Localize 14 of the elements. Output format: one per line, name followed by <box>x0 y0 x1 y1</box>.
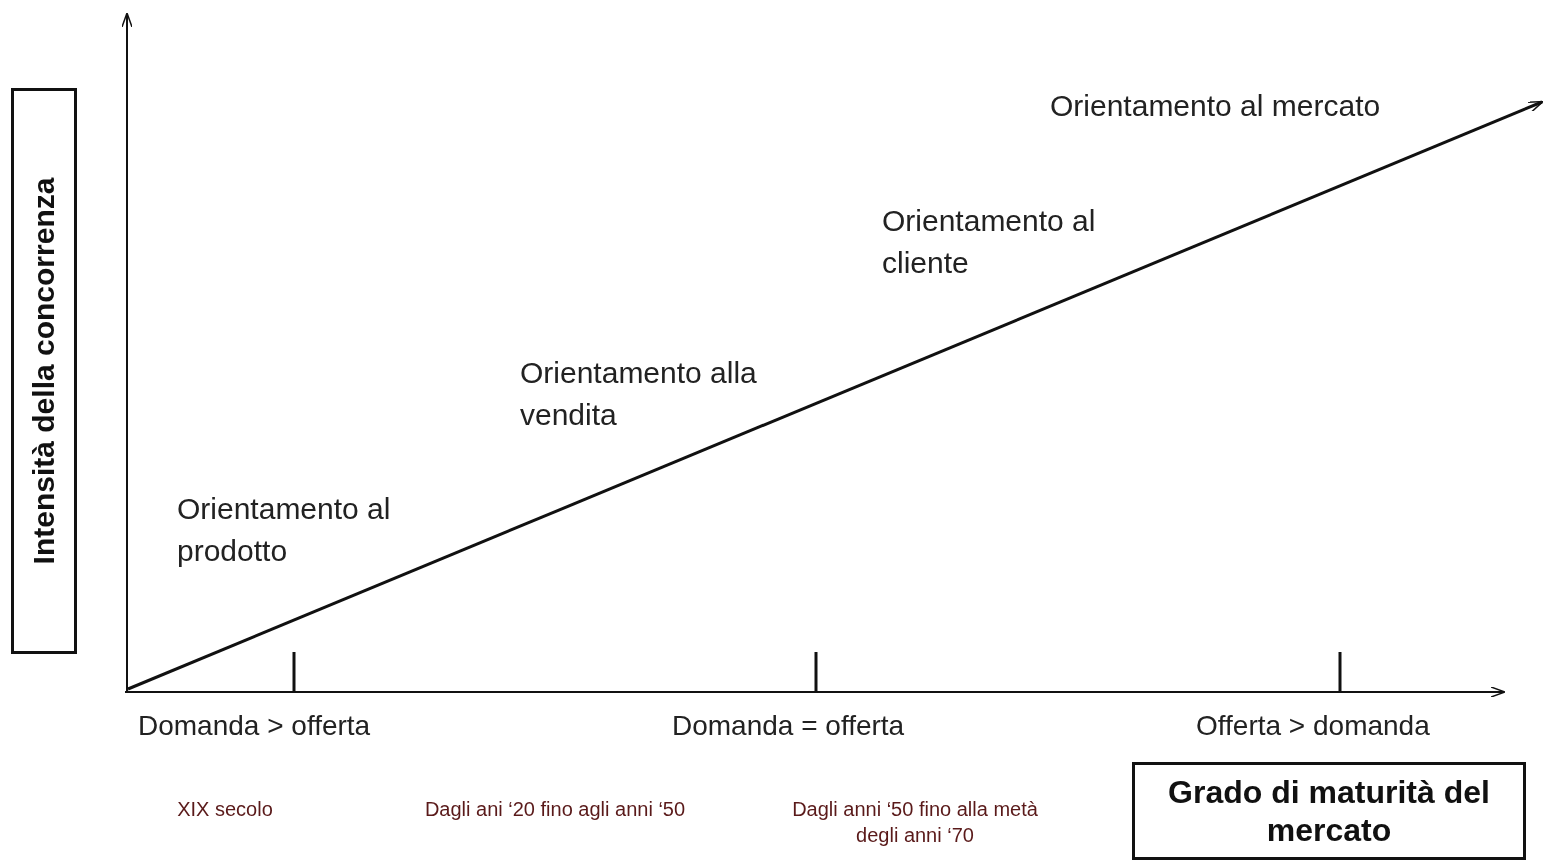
period-label: Dagli ani ‘20 fino agli anni ‘50 <box>423 797 687 822</box>
period-label: Dagli anni ‘50 fino alla metà degli anni ‘70 <box>791 797 1039 848</box>
stage-label: Orientamento al mercato <box>1050 88 1382 124</box>
axis-title: Intensità della concorrenza <box>26 177 61 565</box>
period-label: XIX secolo <box>176 797 274 822</box>
market-condition-label: Offerta > domanda <box>1196 709 1431 743</box>
axis-title-box <box>1132 762 1526 860</box>
market-condition-label: Domanda > offerta <box>138 709 372 743</box>
axis-title-box <box>11 88 77 654</box>
stage-label: Orientamento al prodotto <box>177 491 392 569</box>
market-condition-label: Domanda = offerta <box>672 709 906 743</box>
axis-title: Grado di maturità del mercato <box>1167 773 1491 849</box>
stage-label: Orientamento al cliente <box>882 203 1097 281</box>
stage-label: Orientamento alla vendita <box>520 355 758 433</box>
